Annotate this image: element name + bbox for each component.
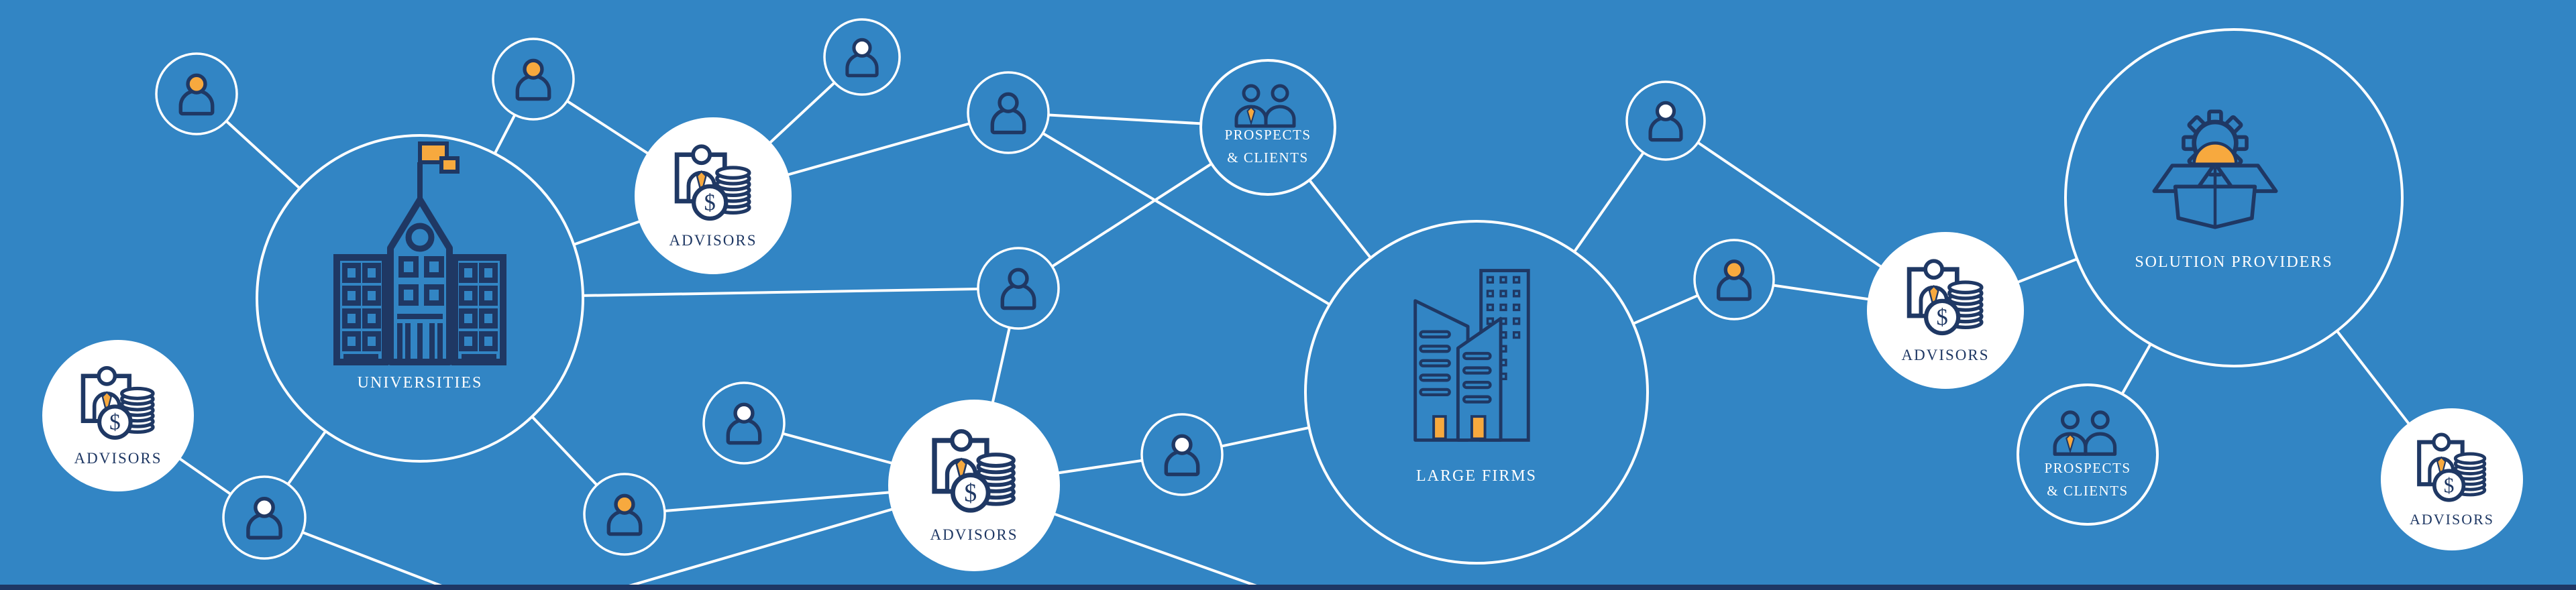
node-a1: $ ADVISORS bbox=[635, 117, 792, 274]
node-label: ADVISORS bbox=[74, 450, 162, 467]
node-universities: UNIVERSITIES bbox=[256, 134, 584, 463]
node-lf: LARGE FIRMS bbox=[1304, 220, 1649, 565]
node-p10 bbox=[1625, 80, 1706, 161]
person-icon bbox=[515, 58, 551, 101]
prospects-clients-icon bbox=[1234, 84, 1296, 128]
prospects-clients-icon bbox=[2053, 410, 2117, 456]
dollar-sign: $ bbox=[964, 479, 977, 508]
node-label: LARGE FIRMS bbox=[1416, 467, 1537, 485]
node-p5 bbox=[977, 247, 1060, 330]
advisor-money-icon: $ bbox=[80, 365, 155, 440]
person-icon bbox=[1000, 268, 1036, 310]
node-pc2: PROSPECTS & CLIENTS bbox=[2017, 384, 2159, 526]
university-building-icon bbox=[333, 141, 506, 365]
node-p9 bbox=[1140, 413, 1224, 496]
dollar-sign: $ bbox=[1937, 304, 1948, 330]
person-icon bbox=[726, 402, 762, 445]
person-icon bbox=[246, 497, 282, 540]
advisor-money-icon: $ bbox=[1907, 259, 1984, 336]
node-p8 bbox=[222, 475, 307, 560]
advisor-money-icon: $ bbox=[2417, 432, 2487, 502]
large-firms-buildings-icon bbox=[1413, 269, 1530, 442]
node-label: ADVISORS bbox=[1901, 347, 1989, 363]
person-icon bbox=[178, 73, 215, 116]
person-icon bbox=[1164, 434, 1200, 477]
person-icon bbox=[1648, 101, 1683, 142]
node-a2: $ ADVISORS bbox=[42, 340, 194, 491]
node-label: & CLIENTS bbox=[1227, 150, 1308, 166]
node-label: SOLUTION PROVIDERS bbox=[2135, 253, 2332, 271]
person-icon bbox=[606, 493, 643, 536]
dollar-sign: $ bbox=[2444, 473, 2455, 497]
node-a5: $ ADVISORS bbox=[2381, 408, 2523, 550]
node-sp: SOLUTION PROVIDERS bbox=[2064, 28, 2404, 367]
node-p1 bbox=[155, 52, 238, 135]
node-label: & CLIENTS bbox=[2047, 483, 2128, 499]
advisor-money-icon: $ bbox=[932, 429, 1016, 513]
node-a4: $ ADVISORS bbox=[1867, 232, 2024, 389]
node-label: ADVISORS bbox=[669, 232, 757, 249]
solution-box-gear-icon bbox=[2152, 109, 2278, 229]
person-icon bbox=[990, 92, 1026, 135]
person-icon bbox=[845, 38, 879, 78]
dollar-sign: $ bbox=[704, 190, 716, 215]
dollar-sign: $ bbox=[109, 410, 121, 435]
node-p3 bbox=[823, 18, 901, 96]
bottom-divider-bar bbox=[0, 585, 2576, 590]
node-label: ADVISORS bbox=[2410, 511, 2494, 528]
person-icon bbox=[1717, 259, 1752, 301]
node-label: PROSPECTS bbox=[1224, 127, 1311, 143]
node-label: PROSPECTS bbox=[2044, 460, 2131, 476]
node-p11 bbox=[1693, 239, 1775, 320]
node-a3: $ ADVISORS bbox=[888, 400, 1060, 571]
node-p2 bbox=[492, 38, 575, 121]
node-label: UNIVERSITIES bbox=[358, 374, 483, 392]
node-p6 bbox=[702, 381, 786, 465]
node-p4 bbox=[967, 71, 1050, 154]
node-pc1: PROSPECTS & CLIENTS bbox=[1199, 59, 1336, 196]
node-p7 bbox=[583, 473, 666, 556]
advisor-money-icon: $ bbox=[674, 144, 751, 221]
node-label: ADVISORS bbox=[930, 526, 1018, 543]
